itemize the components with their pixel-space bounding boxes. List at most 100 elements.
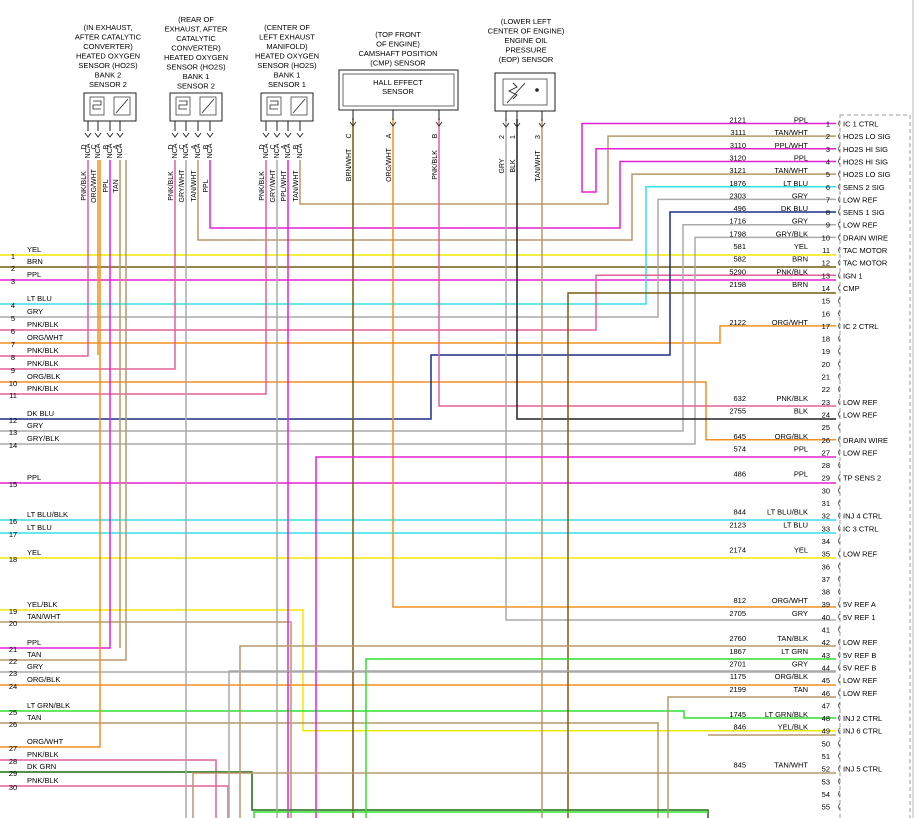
ecm-pin-number: 10 bbox=[822, 233, 830, 242]
ecm-pin-bracket bbox=[838, 183, 841, 191]
sensor-wire-color: TAN/WHT bbox=[535, 150, 542, 182]
sensor-wire-color: PPL bbox=[103, 179, 110, 192]
left-pin-number: 12 bbox=[9, 416, 17, 425]
ecm-pin-number: 1 bbox=[826, 120, 830, 129]
sensor-wire-color: BLK bbox=[510, 159, 517, 173]
ecm-pin-bracket bbox=[838, 297, 841, 304]
pin-nca-label: NCA bbox=[207, 143, 214, 158]
ecm-pin-number: 53 bbox=[822, 777, 830, 786]
ecm-pin-function: INJ 5 CTRL bbox=[843, 765, 882, 774]
ecm-pin-number: 23 bbox=[822, 398, 830, 407]
ecm-pin-function: LOW REF bbox=[843, 448, 878, 457]
heater-element-icon bbox=[266, 96, 282, 116]
wire-color-label: TAN/WHT bbox=[774, 128, 808, 137]
circuit-number: 1876 bbox=[729, 179, 746, 188]
ecm-pin-bracket bbox=[838, 702, 841, 709]
ecm-pin-bracket bbox=[838, 676, 841, 684]
ecm-pin-bracket bbox=[838, 246, 841, 254]
wire-tanwht-20 bbox=[0, 621, 292, 818]
left-wire-color: PNK/BLK bbox=[27, 359, 59, 368]
sensor-wire-color: PPL bbox=[203, 179, 210, 192]
wire-color-label: PNK/BLK bbox=[776, 394, 808, 403]
left-wire-color: GRY bbox=[27, 662, 43, 671]
ecm-pin-number: 2 bbox=[826, 132, 830, 141]
ecm-pin-number: 26 bbox=[822, 436, 830, 445]
ecm-pin-function: LOW REF bbox=[843, 410, 878, 419]
ecm-pin-number: 52 bbox=[822, 765, 830, 774]
ecm-pin-number: 22 bbox=[822, 385, 830, 394]
circuit-number: 2123 bbox=[729, 520, 746, 529]
ecm-pin-function: HO2S LO SIG bbox=[843, 170, 891, 179]
ecm-pin-bracket bbox=[838, 803, 841, 810]
sensor-label-line: AFTER CATALYTIC bbox=[75, 33, 142, 42]
ecm-pin-bracket bbox=[838, 600, 841, 608]
wire-pnkblk-30 bbox=[0, 785, 229, 818]
pin-nca-label: NCA bbox=[274, 143, 281, 158]
wire-color-label: LT GRN/BLK bbox=[765, 710, 808, 719]
ecm-pin-bracket bbox=[838, 259, 841, 266]
pin-terminal-icon bbox=[273, 132, 281, 138]
ecm-pin-bracket bbox=[838, 120, 841, 127]
wire-pnkblk-28 bbox=[0, 759, 217, 818]
left-wire-color: LT BLU/BLK bbox=[27, 510, 68, 519]
ecm-pin-function: INJ 4 CTRL bbox=[843, 512, 882, 521]
ecm-pin-function: TAC MOTOR bbox=[843, 259, 888, 268]
left-pin-number: 1 bbox=[11, 252, 15, 261]
sensor-label-line: BANK 2 bbox=[95, 71, 122, 80]
circuit-number: 2705 bbox=[729, 609, 746, 618]
pin-letter: B bbox=[103, 144, 110, 149]
ecm-pin-function: 5V REF 1 bbox=[843, 613, 876, 622]
sensor-label-line: BANK 1 bbox=[183, 72, 210, 81]
ecm-pin-number: 18 bbox=[822, 335, 830, 344]
circuit-number: 581 bbox=[733, 242, 746, 251]
wire-ltgrn-43 bbox=[365, 658, 836, 818]
ecm-pin-function: LOW REF bbox=[843, 550, 878, 559]
left-pin-number: 22 bbox=[9, 657, 17, 666]
ecm-pin-function: DRAIN WIRE bbox=[843, 436, 888, 445]
ecm-pin-bracket bbox=[838, 499, 841, 507]
ecm-pin-bracket bbox=[838, 562, 841, 570]
circuit-number: 1175 bbox=[730, 672, 746, 681]
ecm-pin-bracket bbox=[838, 461, 841, 469]
sensor-wire-color: ORG/WHT bbox=[386, 147, 393, 182]
circuit-number: 2701 bbox=[729, 659, 746, 668]
sensor-label-line: (EOP) SENSOR bbox=[499, 55, 554, 64]
ecm-pin-bracket bbox=[838, 360, 841, 368]
left-wire-color: PNK/BLK bbox=[27, 776, 59, 785]
ecm-pin-number: 28 bbox=[822, 461, 830, 470]
ecm-pin-bracket bbox=[838, 170, 841, 178]
sensors-layer: (IN EXHAUST,AFTER CATALYTICCONVERTER)HEA… bbox=[75, 15, 565, 203]
pin-terminal-icon bbox=[94, 132, 102, 138]
left-wire-color: PPL bbox=[27, 270, 41, 279]
pin-terminal-icon bbox=[262, 132, 270, 138]
circuit-number: 2755 bbox=[729, 406, 746, 415]
sensor-wire-color: TAN/WHT bbox=[191, 170, 198, 202]
ecm-pin-number: 31 bbox=[822, 499, 830, 508]
ecm-pin-bracket bbox=[838, 423, 841, 431]
sensor-inner-box bbox=[342, 73, 455, 107]
wire-color-label: PPL bbox=[794, 444, 808, 453]
left-pin-number: 13 bbox=[9, 428, 17, 437]
ecm-pin-number: 5 bbox=[826, 170, 830, 179]
circuit-number: 3110 bbox=[730, 141, 746, 150]
pin-letter: 2 bbox=[499, 135, 506, 139]
wire-color-label: PPL/WHT bbox=[775, 141, 809, 150]
sensor-label-line: HEATED OXYGEN bbox=[255, 52, 319, 61]
ecm-pin-number: 45 bbox=[822, 676, 830, 685]
ecm-pin-number: 34 bbox=[822, 537, 830, 546]
left-pin-number: 21 bbox=[9, 645, 17, 654]
ecm-pin-bracket bbox=[838, 626, 841, 633]
wire-color-label: TAN/WHT bbox=[774, 761, 808, 770]
pin-letter: A bbox=[191, 144, 198, 149]
pin-terminal-icon bbox=[349, 121, 357, 127]
wire-pplwht-ho2s-hi bbox=[581, 122, 836, 193]
wire-color-label: TAN/BLK bbox=[777, 634, 808, 643]
wire-color-label: TAN bbox=[794, 685, 808, 694]
wire-gry-eop bbox=[505, 119, 836, 621]
sensor-wire-color: GRY/WHT bbox=[270, 169, 277, 203]
ecm-pin-number: 24 bbox=[822, 410, 830, 419]
ecm-pin-bracket bbox=[838, 322, 841, 330]
pin-terminal-icon bbox=[284, 132, 292, 138]
